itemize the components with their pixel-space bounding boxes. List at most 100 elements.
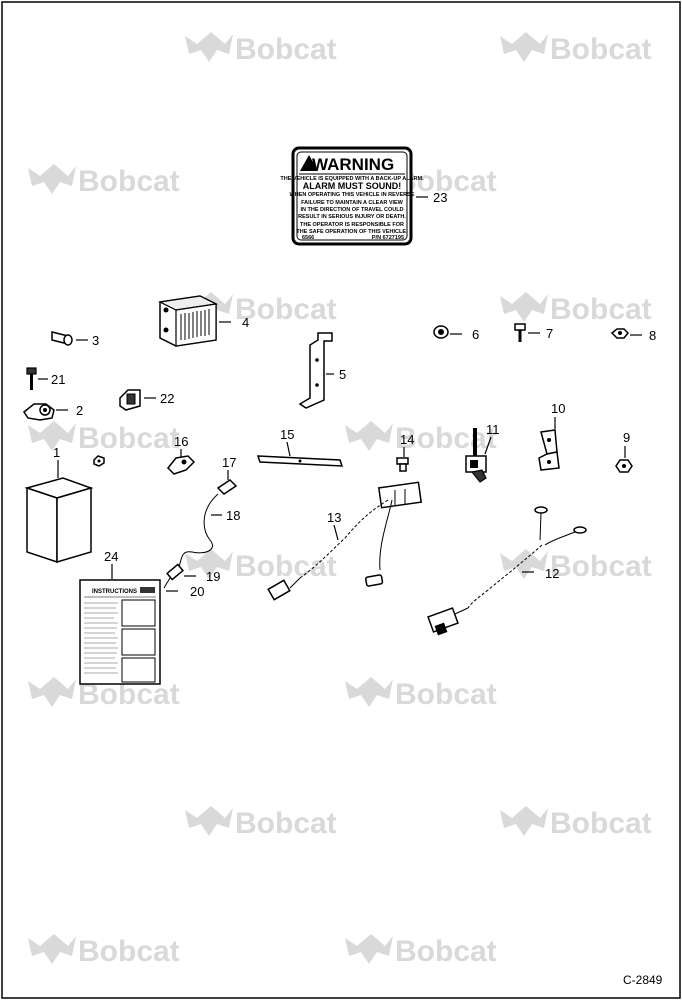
part-3-connector: [51, 331, 73, 346]
bobcat-logo-icon: [28, 421, 76, 451]
part-6-grommet: [433, 325, 449, 339]
watermark-tile: Bobcat: [345, 677, 497, 711]
warning-line-1: THE VEHICLE IS EQUIPPED WITH A BACK-UP A…: [280, 176, 424, 182]
bobcat-logo-icon: [500, 806, 548, 836]
callout-4: 4: [242, 315, 249, 330]
watermark-text: Bobcat: [235, 807, 337, 840]
watermark-text: Bobcat: [235, 293, 337, 326]
callout-14: 14: [400, 432, 414, 447]
callout-7: 7: [546, 326, 553, 341]
callout-20: 20: [190, 584, 204, 599]
callout-1: 1: [53, 445, 60, 460]
callout-16: 16: [174, 434, 188, 449]
warning-line-5: RESULT IN SERIOUS INJURY OR DEATH.: [298, 214, 406, 220]
watermark-tile: Bobcat: [28, 164, 180, 198]
callout-10: 10: [551, 401, 565, 416]
watermark-text: Bobcat: [550, 293, 652, 326]
bobcat-logo-icon: [345, 934, 393, 964]
small-nut: [93, 455, 105, 467]
watermark-tile: Bobcat: [345, 934, 497, 968]
drawing-number: C-2849: [623, 973, 663, 987]
watermark-tile: Bobcat: [500, 292, 652, 326]
callout-9: 9: [623, 430, 630, 445]
part-4-backup-alarm: [158, 295, 218, 347]
watermark-tile: Bobcat: [345, 421, 497, 455]
part-14-pin: [396, 457, 409, 472]
part-5-bracket: [298, 332, 333, 409]
instructions-title: INSTRUCTIONS: [92, 589, 137, 595]
watermark-text: Bobcat: [235, 550, 337, 583]
bobcat-logo-icon: [500, 32, 548, 62]
bobcat-logo-icon: [500, 292, 548, 322]
part-23-warning-decal: WARNING THE VEHICLE IS EQUIPPED WITH A B…: [280, 146, 424, 246]
warning-triangle-icon: [300, 155, 318, 171]
warning-line-2: WHEN OPERATING THIS VEHICLE IN REVERSE: [290, 192, 415, 198]
watermark-text: Bobcat: [550, 550, 652, 583]
part-7-screw: [514, 323, 526, 342]
warning-heading: WARNING: [312, 155, 394, 174]
watermark-text: Bobcat: [550, 33, 652, 66]
callout-17: 17: [222, 455, 236, 470]
bobcat-logo-icon: [185, 32, 233, 62]
callout-5: 5: [339, 367, 346, 382]
callout-24: 24: [104, 549, 118, 564]
watermark-text: Bobcat: [78, 165, 180, 198]
part-11-switch: [465, 428, 487, 483]
watermark-text: Bobcat: [395, 935, 497, 968]
callout-23: 23: [433, 190, 447, 205]
callout-8: 8: [649, 328, 656, 343]
warning-main-line: ALARM MUST SOUND!: [303, 181, 402, 191]
watermark-tile: Bobcat: [500, 806, 652, 840]
bobcat-logo-icon: [500, 549, 548, 579]
part-21-bolt: [26, 367, 37, 390]
watermark-tile: Bobcat: [28, 934, 180, 968]
callout-22: 22: [160, 391, 174, 406]
part-22-bracket: [119, 389, 141, 411]
watermark-tile: Bobcat: [185, 32, 337, 66]
callout-18: 18: [226, 508, 240, 523]
callout-11: 11: [486, 422, 500, 437]
watermark-text: Bobcat: [235, 33, 337, 66]
callout-12: 12: [545, 566, 559, 581]
callout-19: 19: [206, 569, 220, 584]
part-2-clamp: [22, 403, 55, 421]
watermark-tile: Bobcat: [185, 806, 337, 840]
callout-3: 3: [92, 333, 99, 348]
watermark-text: Bobcat: [78, 422, 180, 455]
part-12-harness: [427, 506, 587, 636]
part-9-nut: [615, 459, 633, 473]
parts-17-20-sensor-wire: [163, 479, 238, 589]
bobcat-logo-icon: [185, 549, 233, 579]
callout-13: 13: [327, 510, 341, 525]
warning-line-4: IN THE DIRECTION OF TRAVEL COULD: [300, 207, 403, 213]
callout-6: 6: [472, 327, 479, 342]
callout-2: 2: [76, 403, 83, 418]
watermark-text: Bobcat: [550, 807, 652, 840]
warning-footer-right: P/N 6727195: [372, 235, 404, 241]
bobcat-logo-icon: [28, 677, 76, 707]
watermark-tile: Bobcat: [28, 421, 180, 455]
warning-line-3: FAILURE TO MAINTAIN A CLEAR VIEW: [301, 200, 404, 206]
watermark-tile: Bobcat: [500, 549, 652, 583]
bobcat-logo-icon: [185, 806, 233, 836]
watermark-text: Bobcat: [395, 422, 497, 455]
watermark-tile: Bobcat: [185, 549, 337, 583]
bobcat-logo-icon: [345, 421, 393, 451]
callout-21: 21: [51, 372, 65, 387]
warning-line-6: THE OPERATOR IS RESPONSIBLE FOR: [300, 222, 404, 228]
part-8-nut: [610, 328, 630, 339]
part-24-instructions-sheet: INSTRUCTIONS: [79, 579, 161, 685]
part-15-bar: [256, 455, 344, 467]
warning-line-7: THE SAFE OPERATION OF THIS VEHICLE.: [296, 229, 408, 235]
bobcat-logo-icon: [28, 934, 76, 964]
part-1-box: [24, 477, 94, 564]
warning-footer-left: 6566: [302, 235, 314, 241]
bobcat-logo-icon: [28, 164, 76, 194]
watermark-text: Bobcat: [395, 678, 497, 711]
callout-15: 15: [280, 427, 294, 442]
part-16-clip: [166, 455, 196, 475]
watermark-tile: Bobcat: [500, 32, 652, 66]
part-10-bracket: [538, 429, 560, 471]
